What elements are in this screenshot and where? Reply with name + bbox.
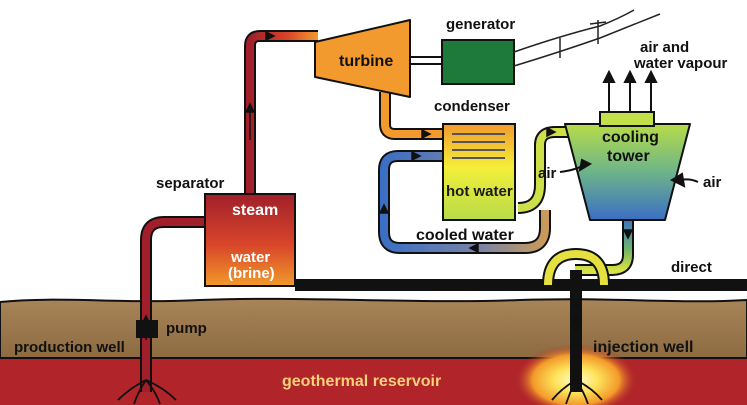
- cooling-tower-label-2: tower: [607, 148, 650, 165]
- generator-label: generator: [446, 16, 515, 33]
- direct-heat-label-1: direct: [671, 259, 712, 276]
- pump-box: [136, 320, 158, 338]
- vapour-arrows: [602, 69, 658, 112]
- cooling-tower-cap: [599, 111, 655, 127]
- generator-box: [441, 39, 515, 85]
- hot-water-label: hot water: [446, 183, 513, 200]
- condenser-label: condenser: [434, 98, 510, 115]
- direct-heat-label-2: heat uses: [671, 277, 740, 294]
- injection-well-roots: [551, 379, 603, 405]
- air-left-label: air: [538, 165, 557, 182]
- air-right-label: air: [703, 174, 722, 191]
- turbine-label: turbine: [339, 53, 393, 70]
- cooling-tower-label-1: cooling: [602, 129, 659, 146]
- injection-well-label: injection well: [593, 339, 693, 356]
- cooled-water-label: cooled water: [416, 227, 514, 244]
- production-well-roots: [117, 379, 177, 405]
- water-label-2: (brine): [228, 265, 275, 282]
- separator-box: [204, 193, 296, 287]
- air-arrow-right: [669, 172, 699, 188]
- condenser-box: [442, 123, 516, 221]
- power-lines: [513, 9, 635, 53]
- separator-label: separator: [156, 175, 225, 192]
- turbine-body: [314, 19, 411, 98]
- pump-label: pump: [166, 320, 207, 337]
- steam-pipe: [244, 30, 318, 196]
- flow-arrows: [140, 30, 634, 340]
- ground-layer: [0, 297, 747, 361]
- air-water-vapour-label-1: air and: [640, 39, 689, 56]
- air-water-vapour-label-2: water vapour: [633, 55, 728, 72]
- air-arrow-left: [559, 158, 593, 173]
- geothermal-reservoir-label: geothermal reservoir: [282, 373, 441, 390]
- production-well-label: production well: [14, 339, 125, 356]
- steam-label: steam: [232, 202, 278, 219]
- water-label-1: water: [230, 249, 270, 266]
